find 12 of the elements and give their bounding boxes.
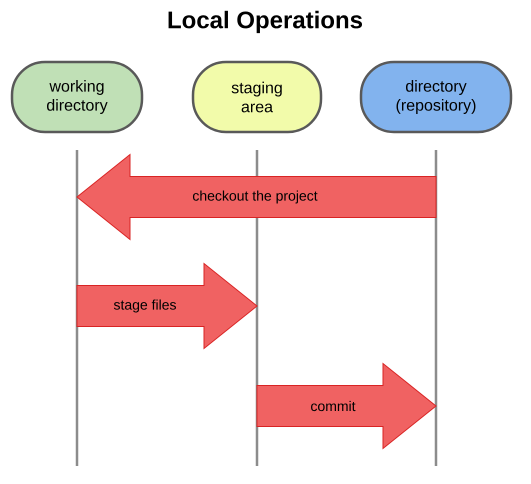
block-arrow — [256, 362, 437, 450]
edge-label: commit — [311, 400, 356, 412]
stage-box: staging area — [192, 60, 322, 134]
title: Local Operations — [168, 10, 362, 34]
edge-label: checkout the project — [192, 190, 318, 204]
stage-box: directory (repository) — [360, 60, 512, 134]
block-arrow — [76, 153, 436, 241]
block-arrow — [76, 262, 258, 350]
stage-box: working directory — [10, 60, 144, 134]
edge-label: stage files — [114, 299, 176, 312]
lifeline — [76, 150, 78, 466]
lifeline — [434, 150, 438, 466]
